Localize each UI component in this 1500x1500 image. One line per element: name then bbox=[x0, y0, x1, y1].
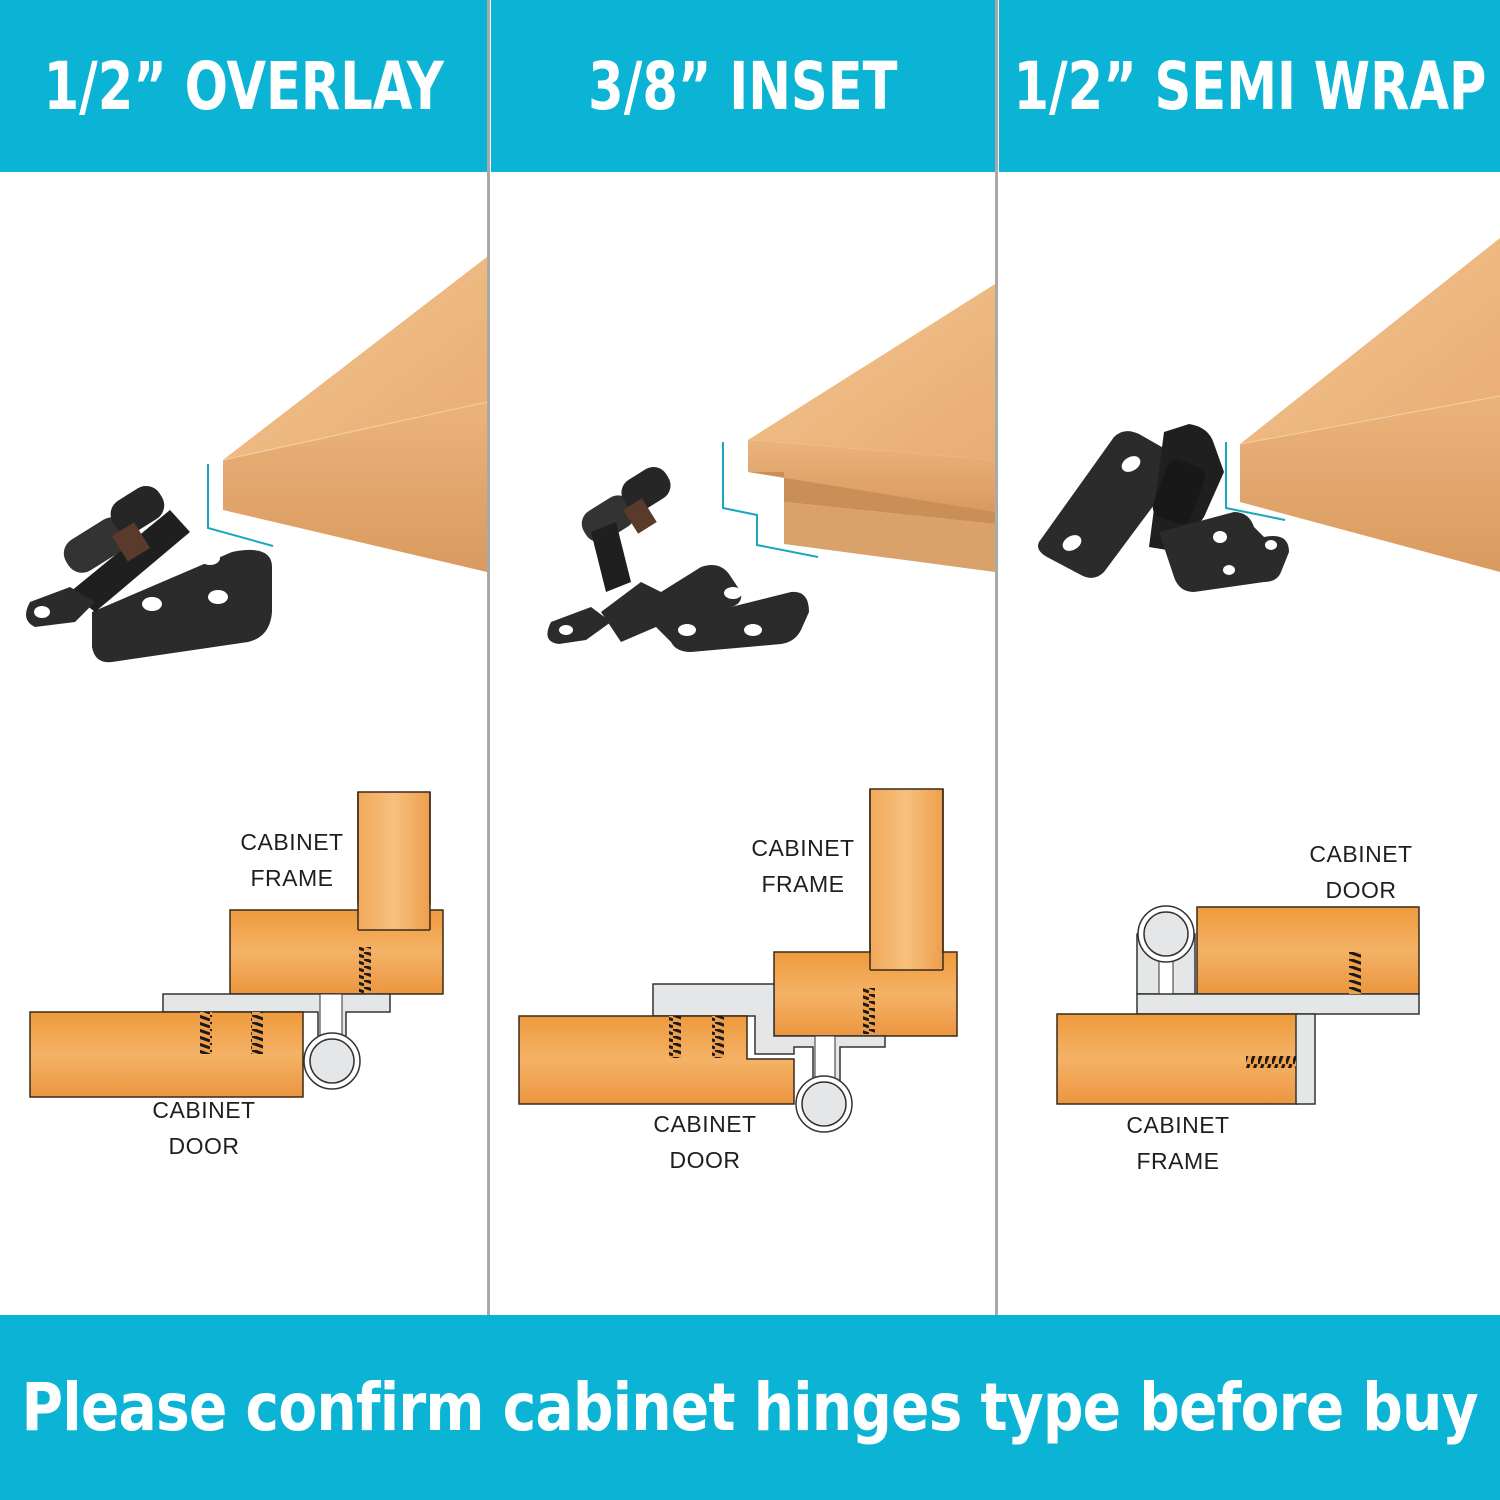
inset-top-label: CABINET FRAME bbox=[733, 830, 873, 902]
label-line: CABINET bbox=[1126, 1112, 1230, 1138]
header-semi-wrap-title: 1/2” SEMI WRAP bbox=[1013, 47, 1486, 125]
hinge-semi-wrap-icon bbox=[1038, 238, 1500, 592]
semi-wrap-top-label: CABINET DOOR bbox=[1291, 836, 1431, 908]
label-line: CABINET bbox=[653, 1111, 757, 1137]
panel-inset: CABINET FRAME CABINET DOOR bbox=[491, 172, 995, 1315]
semi-wrap-diagram bbox=[1056, 905, 1420, 1105]
header-inset: 3/8” INSET bbox=[491, 0, 995, 172]
label-line: DOOR bbox=[669, 1147, 741, 1173]
label-line: CABINET bbox=[1309, 841, 1413, 867]
label-line: FRAME bbox=[250, 865, 334, 891]
inset-diagram bbox=[518, 788, 958, 1133]
hinge-overlay-icon bbox=[26, 257, 487, 663]
label-line: CABINET bbox=[152, 1097, 256, 1123]
header-inset-title: 3/8” INSET bbox=[588, 47, 898, 125]
semi-wrap-bottom-label: CABINET FRAME bbox=[1108, 1107, 1248, 1179]
overlay-diagram bbox=[29, 791, 444, 1098]
column-divider bbox=[487, 0, 490, 1315]
footer-banner: Please confirm cabinet hinges type befor… bbox=[0, 1315, 1500, 1500]
column-divider bbox=[995, 0, 998, 1315]
inset-bottom-label: CABINET DOOR bbox=[635, 1106, 775, 1178]
label-line: CABINET bbox=[240, 829, 344, 855]
header-overlay-title: 1/2” OVERLAY bbox=[43, 47, 444, 125]
header-overlay: 1/2” OVERLAY bbox=[0, 0, 487, 172]
label-line: FRAME bbox=[761, 871, 845, 897]
panel-semi-wrap: CABINET DOOR CABINET FRAME bbox=[999, 172, 1500, 1315]
overlay-top-label: CABINET FRAME bbox=[222, 824, 362, 896]
panel-overlay: CABINET FRAME CABINET DOOR bbox=[0, 172, 487, 1315]
label-line: CABINET bbox=[751, 835, 855, 861]
label-line: DOOR bbox=[1325, 877, 1397, 903]
hinge-inset-icon bbox=[547, 284, 995, 652]
label-line: DOOR bbox=[168, 1133, 240, 1159]
label-line: FRAME bbox=[1136, 1148, 1220, 1174]
overlay-bottom-label: CABINET DOOR bbox=[134, 1092, 274, 1164]
footer-notice: Please confirm cabinet hinges type befor… bbox=[21, 1369, 1479, 1446]
header-semi-wrap: 1/2” SEMI WRAP bbox=[999, 0, 1500, 172]
